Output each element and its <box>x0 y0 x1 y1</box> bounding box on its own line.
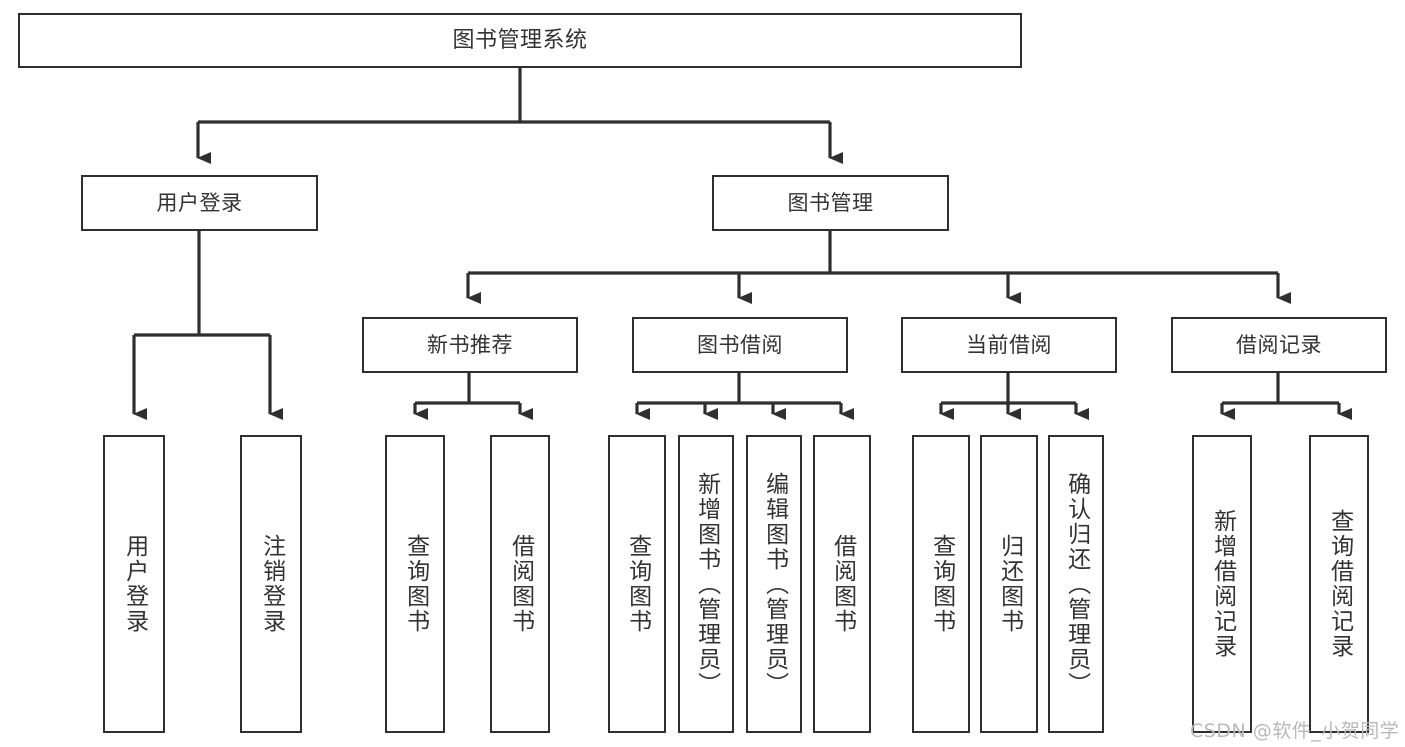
node-label: 查询图书 <box>402 534 429 634</box>
node-current-borrow[interactable]: 当前借阅 <box>901 317 1117 373</box>
node-label: 查询图书 <box>624 534 651 634</box>
node-label: 查询图书 <box>928 534 955 634</box>
node-label: 当前借阅 <box>966 332 1052 357</box>
leaf-logout[interactable]: 注销登录 <box>240 435 302 733</box>
node-label: 新增借阅记录 <box>1209 509 1236 659</box>
leaf-confirm-return-admin[interactable]: 确认归还（管理员） <box>1048 435 1104 733</box>
leaf-edit-book-admin[interactable]: 编辑图书（管理员） <box>746 435 802 733</box>
node-label: 注销登录 <box>258 534 285 634</box>
node-book-borrow[interactable]: 图书借阅 <box>632 317 848 373</box>
node-label: 借阅记录 <box>1236 332 1322 357</box>
node-new-book-recommend[interactable]: 新书推荐 <box>362 317 578 373</box>
node-label: 确认归还（管理员） <box>1063 471 1090 697</box>
node-label: 新增图书（管理员） <box>693 471 720 697</box>
node-label: 编辑图书（管理员） <box>761 471 788 697</box>
csdn-watermark: CSDN @软件_小贺同学 <box>1190 720 1400 742</box>
node-root-system[interactable]: 图书管理系统 <box>18 13 1022 68</box>
leaf-add-book-admin[interactable]: 新增图书（管理员） <box>678 435 734 733</box>
node-label: 借阅图书 <box>829 534 856 634</box>
node-label: 用户登录 <box>156 190 243 215</box>
leaf-user-login[interactable]: 用户登录 <box>103 435 165 733</box>
leaf-query-borrow-record[interactable]: 查询借阅记录 <box>1309 435 1369 733</box>
leaf-borrow-book[interactable]: 借阅图书 <box>813 435 871 733</box>
node-label: 新书推荐 <box>427 332 513 357</box>
leaf-borrow-book-recommend[interactable]: 借阅图书 <box>490 435 550 733</box>
node-user-login[interactable]: 用户登录 <box>81 175 318 231</box>
node-label: 图书借阅 <box>697 332 783 357</box>
node-label: 用户登录 <box>121 534 148 634</box>
node-book-management[interactable]: 图书管理 <box>712 175 949 231</box>
node-label: 借阅图书 <box>507 534 534 634</box>
leaf-query-book-current[interactable]: 查询图书 <box>912 435 970 733</box>
leaf-query-book-borrow[interactable]: 查询图书 <box>608 435 666 733</box>
node-label: 图书管理 <box>787 190 874 215</box>
node-label: 图书管理系统 <box>452 27 588 53</box>
leaf-query-book-recommend[interactable]: 查询图书 <box>385 435 445 733</box>
leaf-return-book[interactable]: 归还图书 <box>980 435 1038 733</box>
leaf-add-borrow-record[interactable]: 新增借阅记录 <box>1192 435 1252 733</box>
node-label: 归还图书 <box>996 534 1023 634</box>
node-borrow-records[interactable]: 借阅记录 <box>1171 317 1387 373</box>
node-label: 查询借阅记录 <box>1326 509 1353 659</box>
